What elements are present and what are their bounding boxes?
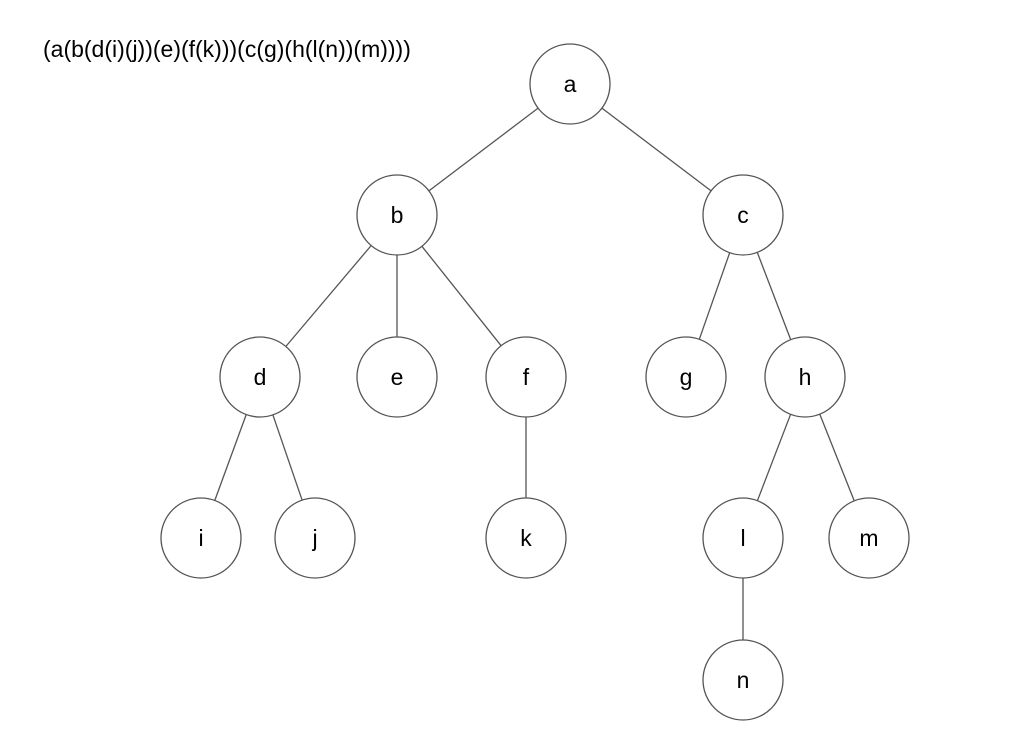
node-n: n (702, 639, 784, 721)
edge-c-h (756, 252, 792, 340)
node-circle-g (645, 336, 727, 418)
node-k: k (485, 497, 567, 579)
node-e: e (356, 336, 438, 418)
node-circle-c (702, 174, 784, 256)
node-circle-a (529, 43, 611, 125)
node-circle-i (160, 497, 242, 579)
tree-edges (214, 107, 855, 640)
node-label-n: n (737, 667, 750, 693)
node-label-m: m (859, 525, 878, 551)
node-label-e: e (391, 364, 404, 390)
node-circle-k (485, 497, 567, 579)
node-circle-m (828, 497, 910, 579)
node-label-h: h (799, 364, 812, 390)
node-i: i (160, 497, 242, 579)
node-l: l (702, 497, 784, 579)
node-label-g: g (680, 364, 693, 390)
node-label-l: l (740, 525, 745, 551)
edge-b-d (285, 245, 372, 347)
edge-b-f (421, 245, 502, 347)
node-circle-d (219, 336, 301, 418)
node-j: j (274, 497, 356, 579)
tree-expression: (a(b(d(i)(j))(e)(f(k)))(c(g)(h(l(n))(m))… (43, 36, 411, 62)
node-circle-h (764, 336, 846, 418)
node-label-c: c (737, 202, 749, 228)
node-circle-l (702, 497, 784, 579)
node-c: c (702, 174, 784, 256)
node-circle-f (485, 336, 567, 418)
node-label-d: d (254, 364, 267, 390)
edge-d-i (214, 414, 247, 501)
node-f: f (485, 336, 567, 418)
edge-d-j (272, 414, 303, 501)
tree-nodes: a b c d e f g h i j k l m n (160, 43, 910, 721)
node-m: m (828, 497, 910, 579)
edge-c-g (698, 252, 731, 340)
node-label-b: b (391, 202, 404, 228)
node-label-f: f (523, 364, 530, 390)
node-a: a (529, 43, 611, 125)
edge-a-b (428, 107, 539, 192)
node-circle-b (356, 174, 438, 256)
node-d: d (219, 336, 301, 418)
node-circle-e (356, 336, 438, 418)
node-circle-j (274, 497, 356, 579)
node-label-i: i (198, 525, 203, 551)
node-label-j: j (311, 525, 317, 551)
edge-h-l (756, 414, 792, 501)
node-h: h (764, 336, 846, 418)
edge-a-c (601, 107, 712, 192)
node-g: g (645, 336, 727, 418)
node-b: b (356, 174, 438, 256)
node-circle-n (702, 639, 784, 721)
node-label-a: a (564, 71, 577, 97)
edge-h-m (819, 413, 855, 502)
node-label-k: k (520, 525, 532, 551)
